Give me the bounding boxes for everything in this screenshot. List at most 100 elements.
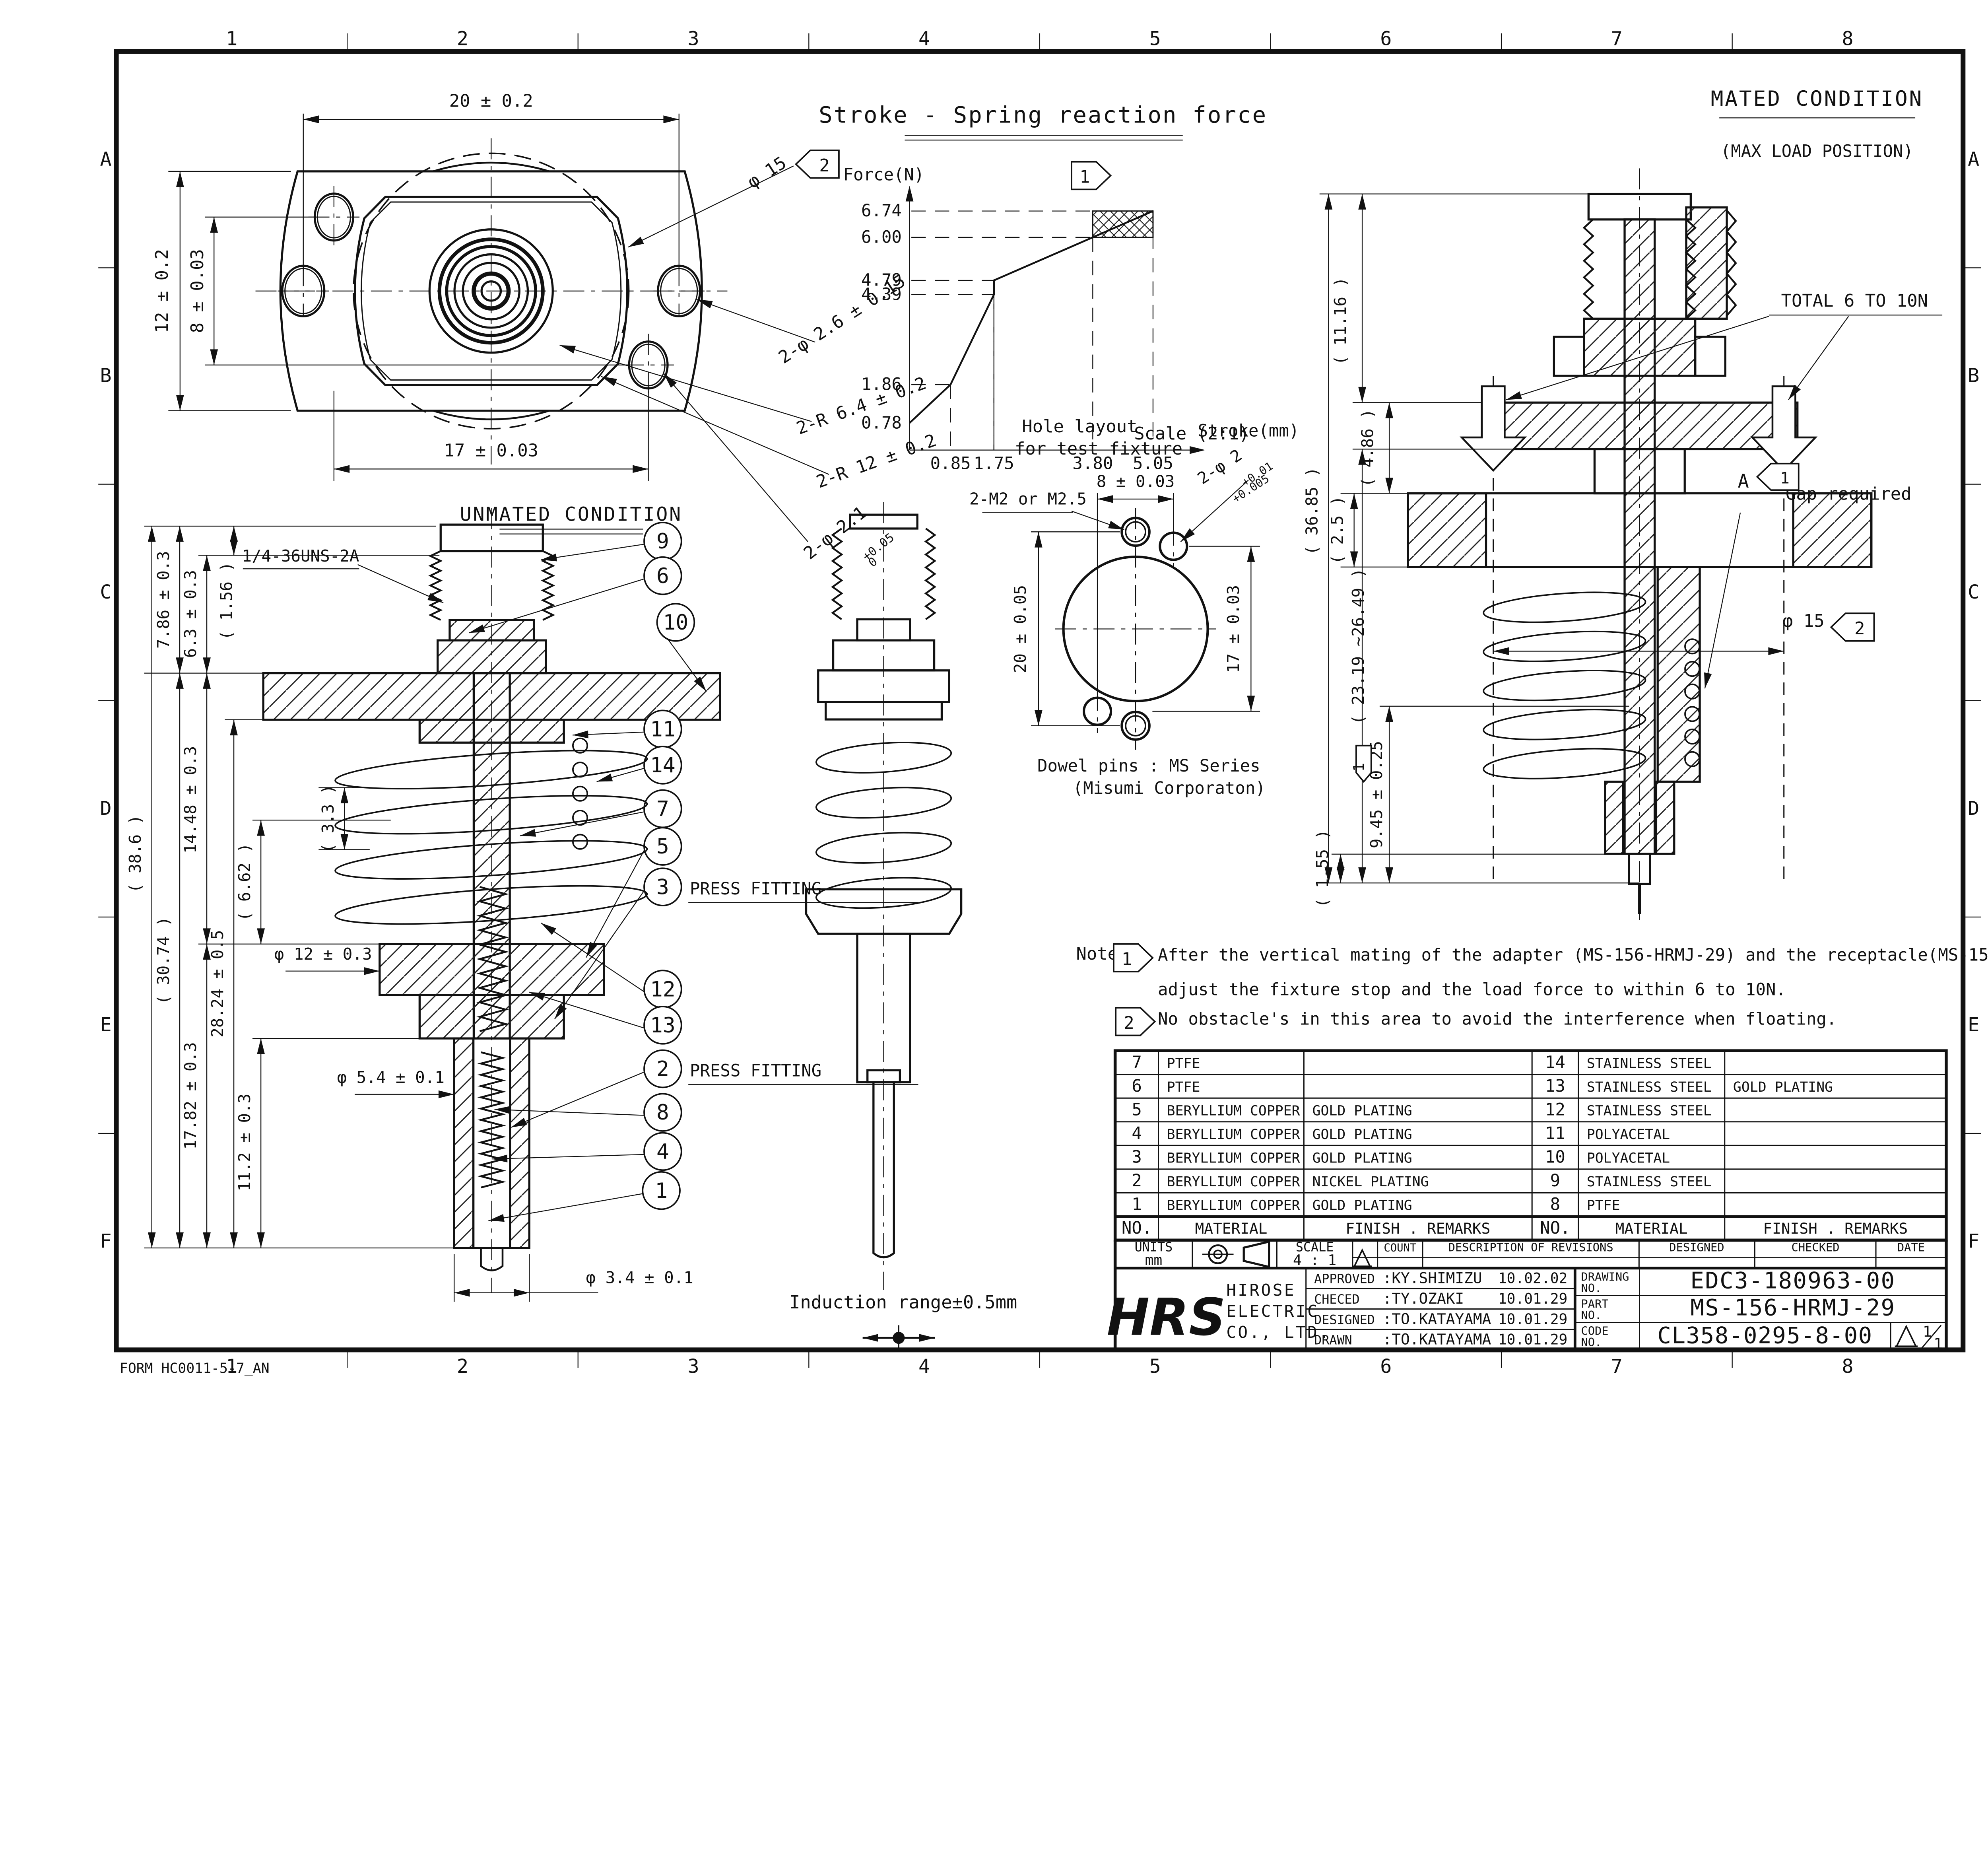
tv-phi21: 2-φ 2.1 [800, 502, 870, 564]
form-number-label: FORM HC0011-5-7_AN [120, 1361, 270, 1376]
mated-flag-1-num: 1 [1350, 763, 1367, 772]
hl-dowel: (Misumi Corporaton) [1073, 778, 1266, 798]
border-col-bottom: 8 [1842, 1355, 1853, 1378]
border-row-right: D [1968, 797, 1979, 820]
mt-1116: ( 11.16 ) [1331, 277, 1350, 365]
hl-scale: Scale (2:1) [1134, 424, 1249, 444]
sheet-revision-triangle-icon [1895, 1325, 1918, 1347]
um-1782: 17.82 ± 0.3 [181, 1042, 200, 1149]
tv-dim-8: 8 ± 0.03 [187, 249, 208, 333]
mated-flag-1 [1355, 744, 1372, 783]
tb-sheet-num: 1 [1923, 1323, 1932, 1340]
company-name: HIROSE [1226, 1281, 1296, 1300]
border-row-left: B [100, 365, 112, 387]
hl-dowel: Dowel pins : MS Series [1037, 756, 1260, 775]
company-logo: HRS [1107, 1288, 1226, 1347]
tv-phi26: 2-φ 2.6 ± 0.15 [775, 271, 909, 368]
tb-designed-label: DESIGNED [1669, 1240, 1724, 1254]
tb-part-no: MS-156-HRMJ-29 [1690, 1294, 1895, 1321]
tb-code-label: NO. [1581, 1335, 1602, 1349]
tb-approval-name: :TY.OZAKI [1382, 1290, 1464, 1307]
tb-approval-name: :TO.KATAYAMA [1382, 1331, 1491, 1348]
note1-line1: After the vertical mating of the adapter… [1158, 945, 1988, 964]
border-row-right: E [1968, 1014, 1979, 1036]
pt-finish: GOLD PLATING [1733, 1079, 1833, 1095]
balloon-1 [642, 1171, 681, 1210]
pt-no: 14 [1545, 1052, 1565, 1072]
pt-no: 13 [1545, 1076, 1565, 1096]
um-63: 6.3 ± 0.3 [181, 570, 200, 658]
pt-finish: GOLD PLATING [1312, 1103, 1412, 1119]
um-1448: 14.48 ± 0.3 [181, 746, 200, 853]
um-3074: ( 30.74 ) [154, 917, 173, 1005]
balloon-4 [643, 1132, 682, 1171]
unmated-thread-label: 1/4-36UNS-2A [242, 546, 359, 566]
balloon-number: 2 [656, 1057, 669, 1081]
mated-gap-label: Gap required [1786, 484, 1912, 504]
note1-line2: adjust the fixture stop and the load for… [1158, 980, 1786, 999]
border-col-bottom: 4 [918, 1355, 930, 1378]
tb-sheet-den: 1 [1934, 1335, 1943, 1352]
pt-finish: GOLD PLATING [1312, 1127, 1412, 1143]
border-col-top: 3 [687, 27, 699, 50]
hl-phi2: 2-φ 2 [1194, 445, 1245, 488]
pt-material: POLYACETAL [1587, 1127, 1670, 1143]
pt-finish: GOLD PLATING [1312, 1151, 1412, 1166]
tb-scale-value: 4 : 1 [1293, 1252, 1336, 1269]
pt-material: STAINLESS STEEL [1587, 1103, 1712, 1119]
chart-ytick: 6.00 [861, 227, 902, 247]
balloon-number: 13 [650, 1013, 676, 1038]
border-col-top: 2 [457, 27, 468, 50]
tb-units-value: mm [1145, 1252, 1163, 1269]
border-col-bottom: 6 [1380, 1355, 1392, 1378]
tb-approval-date: 10.02.02 [1498, 1269, 1568, 1287]
tb-approval-role: APPROVED [1314, 1272, 1375, 1286]
pt-no: 9 [1550, 1171, 1560, 1190]
projection-cone-icon [1242, 1240, 1270, 1269]
mt-486: ( 4.86 ) [1358, 409, 1377, 487]
tb-drawing-no: EDC3-180963-00 [1690, 1267, 1895, 1294]
tv-dim-12: 12 ± 0.2 [152, 249, 172, 333]
tb-approval-date: 10.01.29 [1498, 1310, 1568, 1327]
border-col-bottom: 5 [1149, 1355, 1161, 1378]
tb-approval-role: DRAWN [1314, 1333, 1352, 1348]
pt-material: PTFE [1587, 1198, 1620, 1214]
balloon-number: 3 [656, 875, 669, 899]
tb-drawing-label: DRAWING [1581, 1270, 1629, 1283]
tb-count-label: COUNT [1384, 1242, 1416, 1254]
balloon-14 [643, 746, 682, 785]
balloon-number: 9 [656, 529, 669, 554]
tv-phi21-tol: +0.05 [860, 531, 897, 564]
um-phi34: φ 3.4 ± 0.1 [586, 1268, 693, 1287]
chart-series-line [909, 210, 1153, 424]
balloon-2 [643, 1049, 682, 1088]
company-name: ELECTRIC [1226, 1302, 1319, 1321]
chart-xtick: 0.85 [930, 453, 971, 473]
mt-3685: ( 36.85 ) [1302, 467, 1321, 555]
mt-155: ( 1.55 ) [1313, 830, 1332, 908]
hl-20: 20 ± 0.05 [1011, 585, 1030, 673]
tb-approval-name: :KY.SHIMIZU [1382, 1269, 1482, 1287]
border-col-top: 6 [1380, 27, 1392, 50]
um-786: 7.86 ± 0.3 [154, 551, 173, 649]
tv-dim-20: 20 ± 0.2 [449, 91, 533, 111]
pt-no: 8 [1550, 1195, 1560, 1214]
chart-xtick: 3.80 [1072, 453, 1113, 473]
balloon-number: 11 [650, 717, 676, 741]
border-row-right: A [1968, 148, 1979, 171]
hl-8: 8 ± 0.03 [1097, 472, 1175, 491]
pt-material: POLYACETAL [1587, 1151, 1670, 1166]
mated-flag-2: 2 [1854, 618, 1865, 639]
border-row-right: F [1968, 1230, 1979, 1252]
chart-ytick: 4.79 [861, 270, 902, 290]
chart-xlabel: Stroke(mm) [1198, 421, 1299, 441]
chart-flag-1: 1 [1079, 167, 1090, 187]
chart-ylabel: Force(N) [843, 165, 924, 185]
hl-title: Hole layout [1022, 416, 1137, 437]
tb-revisions-label: DESCRIPTION OF REVISIONS [1448, 1240, 1613, 1254]
pt-material: BERYLLIUM COPPER [1167, 1174, 1300, 1190]
border-col-top: 8 [1842, 27, 1853, 50]
gap-flag-1-num: 1 [1780, 470, 1790, 488]
balloon-number: 7 [656, 797, 669, 821]
revision-triangle-icon [1352, 1248, 1372, 1267]
